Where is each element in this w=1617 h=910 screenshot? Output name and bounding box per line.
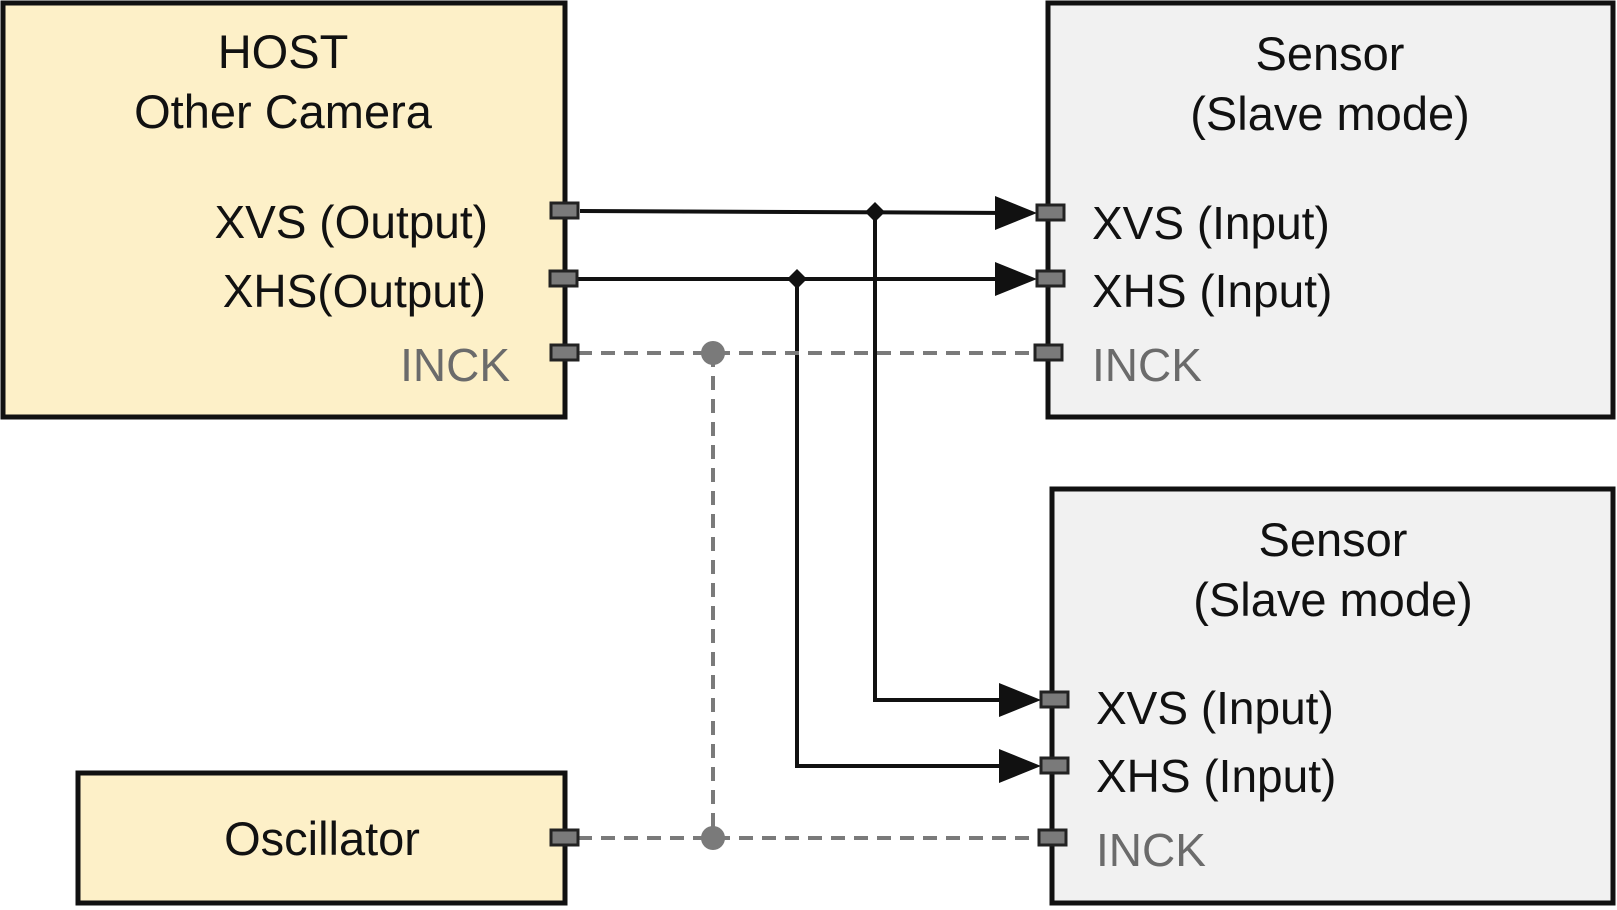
junction-inck-bottom	[701, 826, 725, 850]
sensor-top-xhs-pin	[1035, 269, 1066, 288]
sensor-top-xvs-pin	[1035, 203, 1066, 222]
sensor-top-xhs-label: XHS (Input)	[1092, 265, 1332, 317]
host-xhs-pin	[548, 269, 579, 288]
junction-inck-top	[701, 341, 725, 365]
xhs-wire-bottom	[795, 279, 1015, 768]
sensor-bottom-xvs-pin	[1039, 690, 1070, 709]
sensor-top-title: Sensor	[1256, 27, 1405, 80]
sensor-bottom-xvs-label: XVS (Input)	[1096, 682, 1334, 734]
xvs-wire-top	[579, 209, 1013, 215]
arrow-xvs-bottom	[999, 683, 1041, 717]
junction-xhs	[787, 269, 807, 289]
host-subtitle: Other Camera	[134, 85, 433, 138]
sensor-top-xvs-label: XVS (Input)	[1092, 197, 1330, 249]
host-block	[0, 0, 568, 420]
arrow-xhs-top	[995, 262, 1037, 296]
sensor-bottom-xhs-pin	[1039, 756, 1070, 775]
sensor-bottom-subtitle: (Slave mode)	[1193, 573, 1473, 626]
oscillator-title: Oscillator	[224, 812, 420, 865]
host-inck-pin	[549, 343, 580, 362]
sensor-bottom-inck-label: INCK	[1096, 824, 1206, 876]
sensor-bottom-inck-pin	[1037, 828, 1068, 847]
host-title: HOST	[218, 25, 349, 78]
sensor-top-inck-label: INCK	[1092, 339, 1202, 391]
xvs-wire-bottom	[873, 212, 1015, 702]
sensor-bottom-block	[1049, 486, 1616, 906]
sensor-top-block	[1045, 0, 1616, 420]
oscillator-out-pin	[549, 828, 580, 847]
oscillator-block	[75, 770, 568, 906]
sensor-top-inck-pin	[1033, 343, 1064, 362]
host-inck-label: INCK	[400, 339, 510, 391]
host-xhs-label: XHS(Output)	[223, 265, 486, 317]
junction-xvs	[865, 202, 885, 222]
arrow-xhs-bottom	[999, 749, 1041, 783]
sensor-bottom-xhs-label: XHS (Input)	[1096, 750, 1336, 802]
arrow-xvs-top	[995, 196, 1037, 230]
sensor-bottom-title: Sensor	[1259, 513, 1408, 566]
host-xvs-label: XVS (Output)	[214, 196, 488, 248]
host-xvs-pin	[549, 201, 580, 220]
sensor-top-subtitle: (Slave mode)	[1190, 87, 1470, 140]
